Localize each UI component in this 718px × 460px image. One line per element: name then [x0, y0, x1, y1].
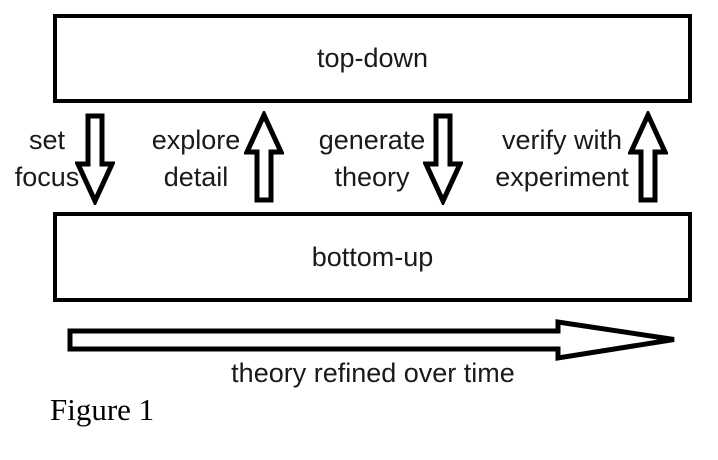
flow-label-line: detail: [163, 162, 229, 192]
up-arrow-icon: [244, 111, 284, 203]
flow-label-set-focus: set focus: [0, 121, 94, 197]
right-arrow-icon: [64, 318, 680, 362]
up-arrow-icon: [628, 111, 668, 203]
flow-label-line: experiment: [495, 162, 629, 192]
flow-label-line: set: [28, 125, 66, 155]
down-arrow-icon: [75, 113, 115, 205]
figure-caption: Figure 1: [50, 392, 155, 427]
flow-label-explore-detail: explore detail: [136, 121, 256, 197]
flow-label-line: generate: [318, 125, 426, 155]
flow-label-line: focus: [14, 162, 80, 192]
top-down-box: top-down: [53, 14, 692, 103]
flow-label-generate-theory: generate theory: [312, 121, 432, 197]
flow-label-line: verify with: [501, 125, 623, 155]
top-down-box-label: top-down: [316, 43, 429, 73]
timeline-label: theory refined over time: [231, 358, 515, 388]
bottom-up-box-label: bottom-up: [311, 241, 434, 272]
down-arrow-icon: [423, 113, 463, 205]
flow-label-verify-experiment: verify with experiment: [487, 121, 637, 197]
flow-label-line: explore: [151, 125, 241, 155]
bottom-up-box: bottom-up: [53, 212, 692, 302]
flow-label-line: theory: [334, 162, 410, 192]
